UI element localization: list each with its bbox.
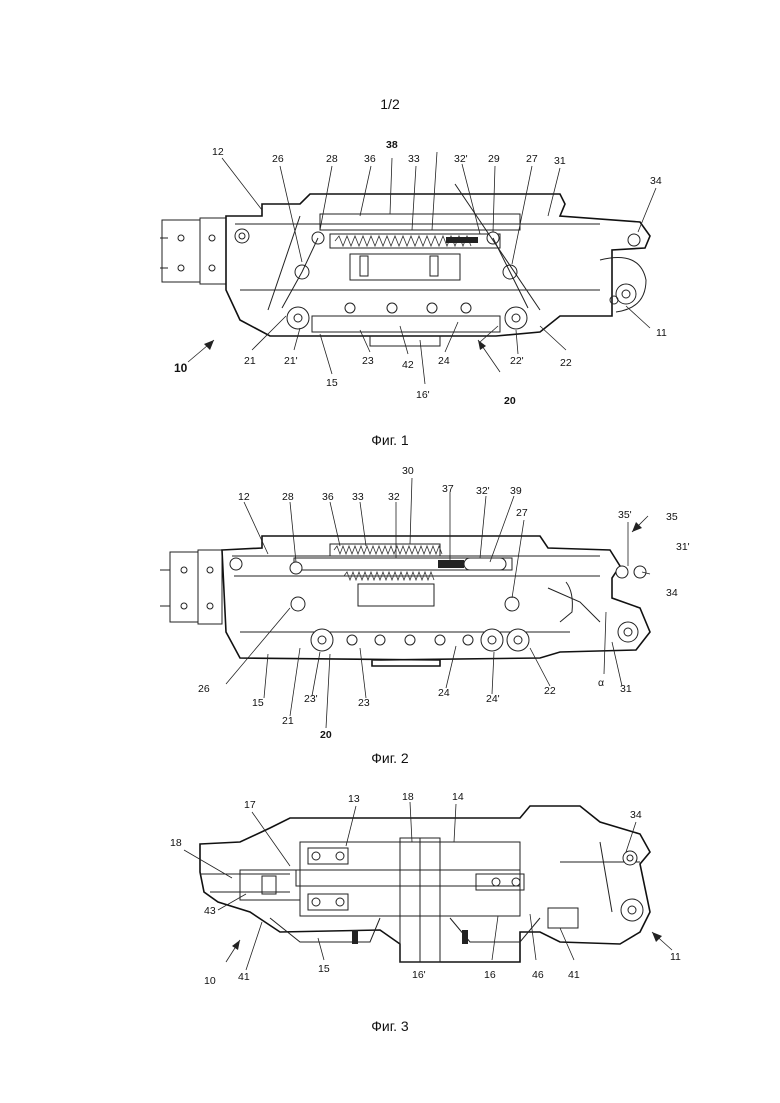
- fig2-label-23: 23: [358, 697, 370, 709]
- fig1-label-15: 15: [326, 377, 338, 389]
- fig1-label-23: 23: [362, 355, 374, 367]
- fig1-label-32p: 32': [454, 153, 468, 165]
- fig2-label-15: 15: [252, 697, 264, 709]
- figure-2-drawing: 30 12 28 36 33 32 37 32' 39 35' 35 31' 2…: [0, 462, 780, 742]
- fig3-label-16: 16: [484, 969, 496, 981]
- fig1-label-27: 27: [526, 153, 538, 165]
- fig1-label-20: 20: [504, 395, 516, 407]
- page-number: 1/2: [0, 96, 780, 112]
- fig3-label-17: 17: [244, 799, 256, 811]
- fig2-label-20: 20: [320, 729, 332, 741]
- fig3-label-18: 18: [170, 837, 182, 849]
- fig1-label-32: 32: [432, 140, 444, 143]
- fig1-label-36: 36: [364, 153, 376, 165]
- fig1-label-10: 10: [174, 361, 188, 375]
- fig2-label-36: 36: [322, 491, 334, 503]
- fig1-label-22: 22: [560, 357, 572, 369]
- fig2-label-37: 37: [442, 483, 454, 495]
- fig1-label-33: 33: [408, 153, 420, 165]
- fig2-label-12: 12: [238, 491, 250, 503]
- fig1-label-42: 42: [402, 359, 414, 371]
- fig1-label-22p: 22': [510, 355, 524, 367]
- fig3-label-15: 15: [318, 963, 330, 975]
- fig1-label-24: 24: [438, 355, 450, 367]
- fig1-label-34: 34: [650, 175, 662, 187]
- figure-3-drawing: 17 13 18 14 34 18 43 10 41 15 16' 16 46 …: [0, 782, 780, 1012]
- fig1-label-11: 11: [656, 327, 667, 339]
- fig2-label-33: 33: [352, 491, 364, 503]
- fig2-label-28: 28: [282, 491, 294, 503]
- fig2-label-31: 31: [620, 683, 632, 695]
- figure-2-caption: Фиг. 2: [0, 750, 780, 766]
- fig2-label-39: 39: [510, 485, 522, 497]
- fig1-label-12: 12: [212, 146, 224, 158]
- fig1-label-21p: 21': [284, 355, 298, 367]
- fig2-label-23p: 23': [304, 693, 318, 705]
- fig2-label-30: 30: [402, 465, 414, 477]
- fig3-label-43: 43: [204, 905, 216, 917]
- fig2-label-35: 35: [666, 511, 678, 523]
- fig1-label-29: 29: [488, 153, 500, 165]
- fig3-label-10: 10: [204, 975, 216, 987]
- figure-1-caption: Фиг. 1: [0, 432, 780, 448]
- fig3-label-16p: 16': [412, 969, 426, 981]
- fig2-label-24p: 24': [486, 693, 500, 705]
- fig3-label-34: 34: [630, 809, 642, 821]
- fig1-label-21: 21: [244, 355, 256, 367]
- fig2-label-24: 24: [438, 687, 450, 699]
- fig2-label-31p: 31': [676, 541, 690, 553]
- fig2-label-21: 21: [282, 715, 294, 727]
- fig3-label-41-left: 41: [238, 971, 250, 983]
- fig3-label-13: 13: [348, 793, 360, 805]
- fig1-label-16p: 16': [416, 389, 430, 401]
- fig3-label-11: 11: [670, 951, 681, 963]
- fig1-label-26: 26: [272, 153, 284, 165]
- fig1-label-38: 38: [386, 140, 398, 151]
- fig2-label-32: 32: [388, 491, 400, 503]
- fig3-label-18-top: 18: [402, 791, 414, 803]
- fig3-label-46: 46: [532, 969, 544, 981]
- figure-3-caption: Фиг. 3: [0, 1018, 780, 1034]
- fig2-label-22: 22: [544, 685, 556, 697]
- fig2-label-alpha: α: [598, 677, 604, 689]
- fig2-label-26: 26: [198, 683, 210, 695]
- fig3-label-14: 14: [452, 791, 464, 803]
- fig3-label-41-right: 41: [568, 969, 580, 981]
- fig2-label-27: 27: [516, 507, 528, 519]
- fig1-label-31: 31: [554, 155, 566, 167]
- fig1-label-28: 28: [326, 153, 338, 165]
- fig2-label-32p: 32': [476, 485, 490, 497]
- fig2-label-34: 34: [666, 587, 678, 599]
- fig2-label-35p: 35': [618, 509, 632, 521]
- figure-1-drawing: 12 26 28 36 38 33 32 32' 29 27 31 34 11 …: [0, 140, 780, 420]
